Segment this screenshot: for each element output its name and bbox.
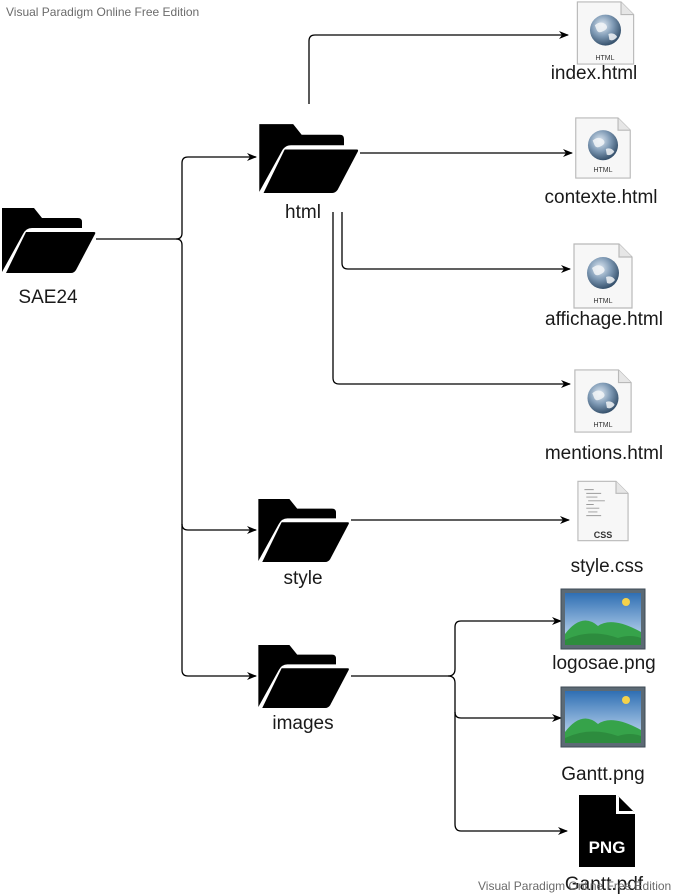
css-badge: CSS (594, 530, 613, 540)
file-label-index: index.html (551, 63, 638, 84)
html-badge: HTML (593, 422, 612, 429)
watermark-bottom: Visual Paradigm Online Free Edition (478, 879, 672, 893)
edge-root-html (96, 153, 257, 240)
edge-root-style (175, 238, 257, 534)
edge-images-gantt-pdf (454, 712, 568, 835)
folder-label-html: html (285, 202, 321, 223)
image-file-icon (560, 588, 646, 650)
html-badge: HTML (593, 167, 612, 174)
file-label-affichage: affichage.html (545, 309, 663, 330)
folder-icon (258, 498, 349, 563)
file-affichage-html[interactable]: HTML affichage.html (545, 243, 663, 330)
edge-images-logosae (351, 617, 562, 677)
folder-images[interactable]: images (258, 644, 349, 734)
file-label-contexte: contexte.html (545, 187, 658, 208)
edge-root-images (181, 524, 257, 680)
file-label-stylecss: style.css (571, 556, 644, 577)
folder-html[interactable]: html (259, 124, 359, 223)
file-gantt-pdf[interactable]: PNG Gantt.pdf (565, 794, 644, 895)
file-contexte-html[interactable]: HTML contexte.html (545, 117, 658, 208)
png-badge: PNG (589, 838, 626, 857)
folder-icon (2, 208, 96, 273)
file-mentions-html[interactable]: HTML mentions.html (545, 369, 663, 464)
folder-label-images: images (272, 713, 333, 734)
file-label-gantt-pdf: Gantt.pdf (565, 874, 644, 895)
edge-images-gantt-png (447, 675, 562, 722)
watermark-top: Visual Paradigm Online Free Edition (6, 5, 200, 19)
file-label-mentions: mentions.html (545, 443, 663, 464)
edge-html-affichage (341, 212, 571, 273)
edge-html-mentions (332, 212, 571, 388)
folder-label-root: SAE24 (18, 287, 78, 308)
folder-icon (259, 124, 359, 193)
html-badge: HTML (595, 55, 614, 62)
file-gantt-png[interactable]: Gantt.png (560, 686, 646, 785)
folder-label-style: style (283, 568, 322, 589)
folder-style[interactable]: style (258, 498, 349, 589)
html-badge: HTML (593, 298, 612, 305)
file-label-logosae: logosae.png (552, 653, 656, 674)
image-file-icon (560, 686, 646, 748)
folder-icon (258, 644, 349, 709)
file-index-html[interactable]: HTML index.html (551, 1, 638, 84)
edge-html-index (308, 31, 569, 104)
file-label-gantt-png: Gantt.png (561, 764, 644, 785)
folder-root[interactable]: SAE24 (2, 208, 96, 308)
file-style-css[interactable]: CSS style.css (571, 480, 644, 577)
file-logosae-png[interactable]: logosae.png (552, 588, 656, 674)
